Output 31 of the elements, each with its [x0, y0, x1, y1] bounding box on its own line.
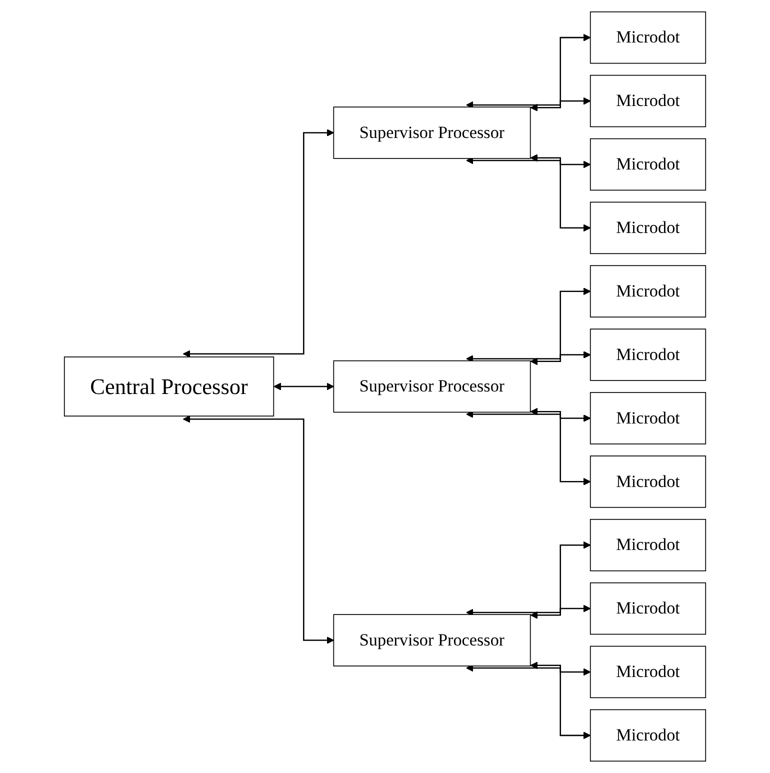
arrow [466, 410, 591, 486]
arrow [530, 97, 591, 112]
node-box: Microdot [590, 138, 706, 191]
node-box: Microdot [590, 709, 706, 762]
node-box: Microdot [590, 328, 706, 381]
node-box: Central Processor [64, 356, 274, 416]
arrow [274, 382, 334, 390]
arrow [466, 34, 591, 109]
node-box: Microdot [590, 392, 706, 444]
arrow [530, 351, 591, 366]
node-box: Microdot [590, 265, 706, 318]
node-box: Microdot [590, 74, 706, 128]
arrow [466, 541, 591, 616]
node-box: Microdot [590, 456, 706, 508]
arrow [466, 288, 591, 362]
node-box: Microdot [590, 518, 706, 572]
arrow [182, 415, 334, 644]
node-box: Microdot [590, 582, 706, 635]
arrow [530, 662, 591, 676]
node-box: Microdot [590, 11, 706, 64]
arrow [530, 604, 591, 619]
node-box: Supervisor Processor [333, 106, 531, 159]
arrow [530, 408, 591, 422]
node-box: Microdot [590, 646, 706, 698]
arrow [182, 128, 334, 358]
node-box: Supervisor Processor [333, 614, 531, 666]
arrow [530, 154, 591, 168]
node-box: Supervisor Processor [333, 360, 531, 413]
arrow [466, 156, 591, 232]
node-box: Microdot [590, 202, 706, 254]
arrow [466, 664, 591, 740]
